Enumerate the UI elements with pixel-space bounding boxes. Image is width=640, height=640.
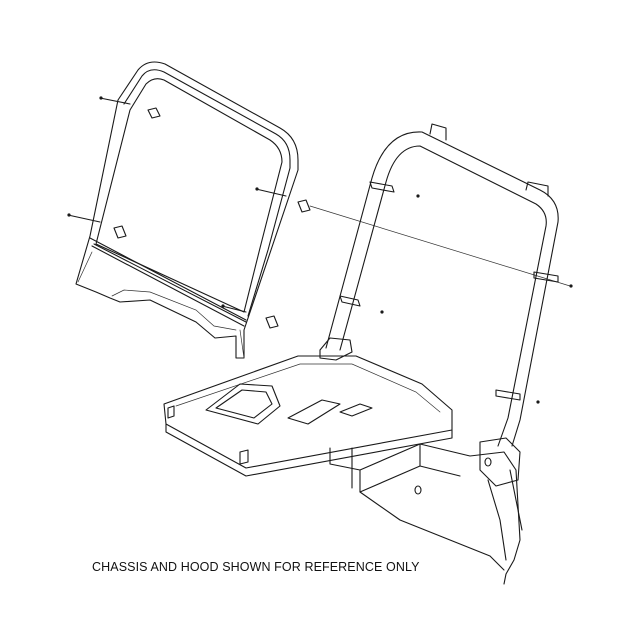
- reference-caption: CHASSIS AND HOOD SHOWN FOR REFERENCE ONL…: [92, 560, 420, 574]
- chassis-frame: [329, 437, 523, 585]
- windshield-panel: [75, 61, 299, 359]
- windshield-fasteners: [67, 96, 311, 329]
- roll-cage: [319, 123, 573, 447]
- hood: [163, 355, 453, 477]
- leader-line: [309, 205, 571, 287]
